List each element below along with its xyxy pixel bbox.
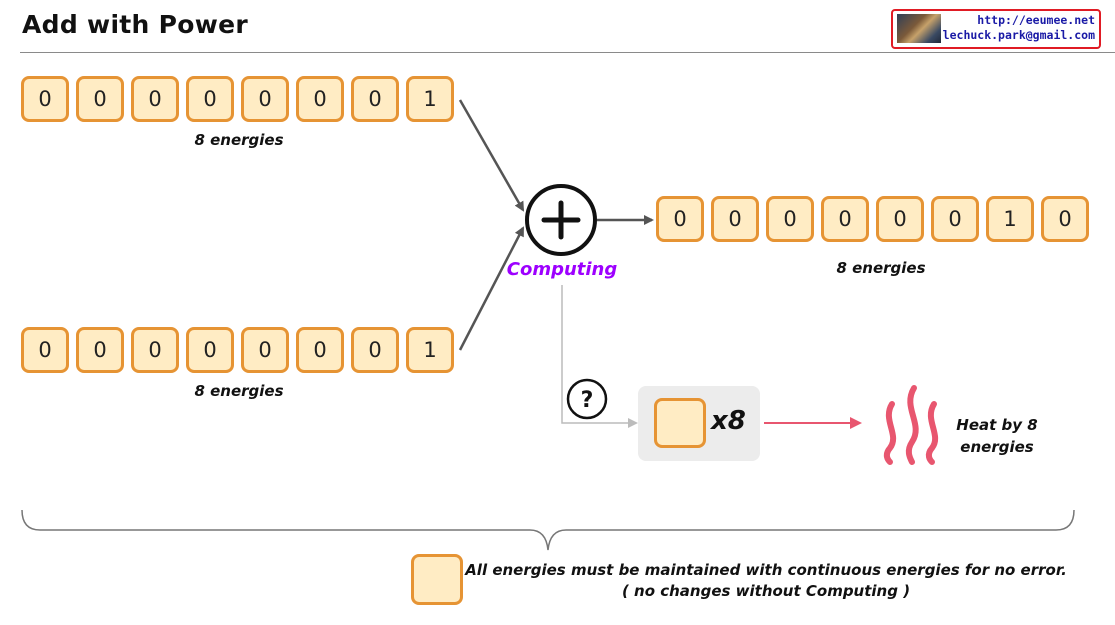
bit-cell: 1 xyxy=(406,76,454,122)
computing-label: Computing xyxy=(506,259,618,280)
bit-cell: 0 xyxy=(351,327,399,373)
bit-cell: 0 xyxy=(21,327,69,373)
heat-label-line2: energies xyxy=(960,438,1034,456)
bit-cell: 0 xyxy=(131,327,179,373)
author-url[interactable]: http://eeumee.net xyxy=(977,13,1095,27)
question-mark: ? xyxy=(581,388,594,413)
bit-cell: 0 xyxy=(931,196,979,242)
bit-cell: 0 xyxy=(821,196,869,242)
title-divider xyxy=(20,52,1115,53)
bit-cell: 0 xyxy=(76,76,124,122)
arrow-input-b xyxy=(458,226,525,351)
legend-energy-cell xyxy=(411,554,463,605)
bit-cell: 0 xyxy=(241,327,289,373)
heat-icon xyxy=(883,385,939,465)
bit-cell: 1 xyxy=(986,196,1034,242)
input-b-energy-label: 8 energies xyxy=(194,382,284,400)
arrow-waste xyxy=(561,285,638,428)
bit-cell: 0 xyxy=(296,327,344,373)
bit-cell: 0 xyxy=(876,196,924,242)
bit-cell: 0 xyxy=(186,327,234,373)
bit-cell: 0 xyxy=(186,76,234,122)
bit-cell: 0 xyxy=(21,76,69,122)
author-email[interactable]: lechuck.park@gmail.com xyxy=(942,28,1095,42)
multiplier-label: x8 xyxy=(711,406,746,436)
bit-cell: 0 xyxy=(241,76,289,122)
legend-line2: ( no changes without Computing ) xyxy=(621,582,911,600)
bit-cell: 0 xyxy=(1041,196,1089,242)
summary-brace xyxy=(21,509,1075,551)
legend-line1: All energies must be maintained with con… xyxy=(465,561,1067,579)
bit-cell: 1 xyxy=(406,327,454,373)
author-contact: http://eeumee.net lechuck.park@gmail.com xyxy=(943,13,1095,43)
bit-cell: 0 xyxy=(656,196,704,242)
bit-cell: 0 xyxy=(76,327,124,373)
bit-cell: 0 xyxy=(711,196,759,242)
output-energy-label: 8 energies xyxy=(836,259,926,277)
author-badge: http://eeumee.net lechuck.park@gmail.com xyxy=(891,9,1101,49)
heat-label: Heat by 8 energies xyxy=(942,414,1052,458)
arrow-input-a xyxy=(458,99,525,212)
energy-unit-cell xyxy=(654,398,706,448)
bit-cell: 0 xyxy=(131,76,179,122)
plus-icon xyxy=(525,184,597,256)
input-a-energy-label: 8 energies xyxy=(194,131,284,149)
question-icon: ? xyxy=(566,378,608,420)
page-title: Add with Power xyxy=(22,10,249,39)
author-avatar xyxy=(897,14,941,43)
legend-text: All energies must be maintained with con… xyxy=(465,560,1067,602)
bit-cell: 0 xyxy=(766,196,814,242)
heat-label-line1: Heat by 8 xyxy=(956,416,1038,434)
bit-cell: 0 xyxy=(351,76,399,122)
bit-cell: 0 xyxy=(296,76,344,122)
